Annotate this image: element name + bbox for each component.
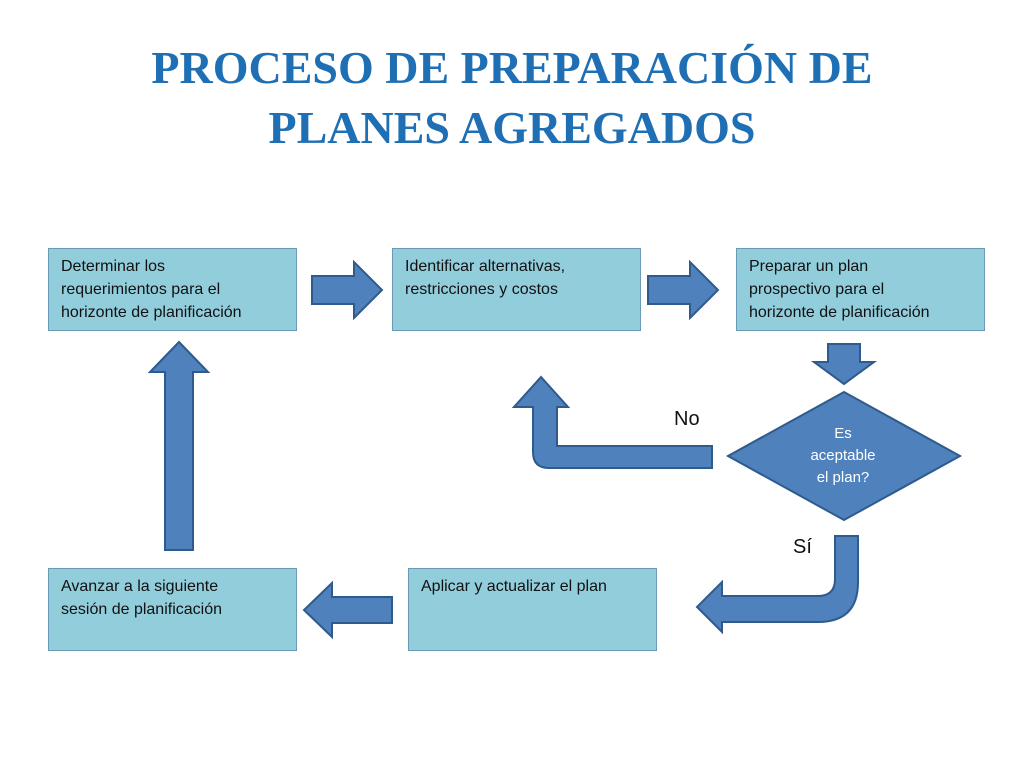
step-text-line: Avanzar a la siguiente: [61, 578, 219, 595]
step-avanzar-siguiente: Avanzar a la siguiente sesión de planifi…: [48, 568, 297, 651]
step-text-line: sesión de planificación: [61, 601, 222, 618]
branch-label-yes: Sí: [793, 536, 812, 558]
step-aplicar-actualizar: Aplicar y actualizar el plan: [408, 568, 657, 651]
step-text-line: horizonte de planificación: [61, 304, 242, 321]
step-text-line: requerimientos para el: [61, 281, 221, 298]
decision-diamond: [725, 390, 963, 522]
step-text-line: prospectivo para el: [749, 281, 885, 298]
decision-text: Es aceptable el plan?: [778, 423, 908, 489]
step-preparar-plan: Preparar un plan prospectivo para el hor…: [736, 248, 985, 331]
step-text-line: Determinar los: [61, 258, 166, 275]
decision-text-line: Es: [834, 425, 852, 442]
step-text-line: Identificar alternativas,: [405, 258, 566, 275]
decision-text-line: aceptable: [810, 447, 876, 464]
step-text-line: Preparar un plan: [749, 258, 869, 275]
slide-title-line-1: PROCESO DE PREPARACIÓN DE: [151, 42, 873, 93]
step-text-line: horizonte de planificación: [749, 304, 930, 321]
arrow-yes-down: [695, 535, 859, 635]
slide-title-line-2: PLANES AGREGADOS: [268, 102, 756, 153]
arrow-down-to-decision: [810, 343, 878, 386]
arrow-right-1: [311, 259, 384, 321]
branch-label-no: No: [674, 408, 700, 430]
step-identificar-alternativas: Identificar alternativas, restricciones …: [392, 248, 641, 331]
arrow-no-back: [511, 375, 713, 469]
arrow-up-left: [147, 340, 211, 551]
decision-text-line: el plan?: [816, 469, 870, 486]
arrow-right-2: [647, 259, 720, 321]
step-text-line: Aplicar y actualizar el plan: [421, 578, 607, 595]
step-text-line: restricciones y costos: [405, 281, 558, 298]
step-determinar-requerimientos: Determinar los requerimientos para el ho…: [48, 248, 297, 331]
arrow-left-bottom: [302, 580, 393, 640]
